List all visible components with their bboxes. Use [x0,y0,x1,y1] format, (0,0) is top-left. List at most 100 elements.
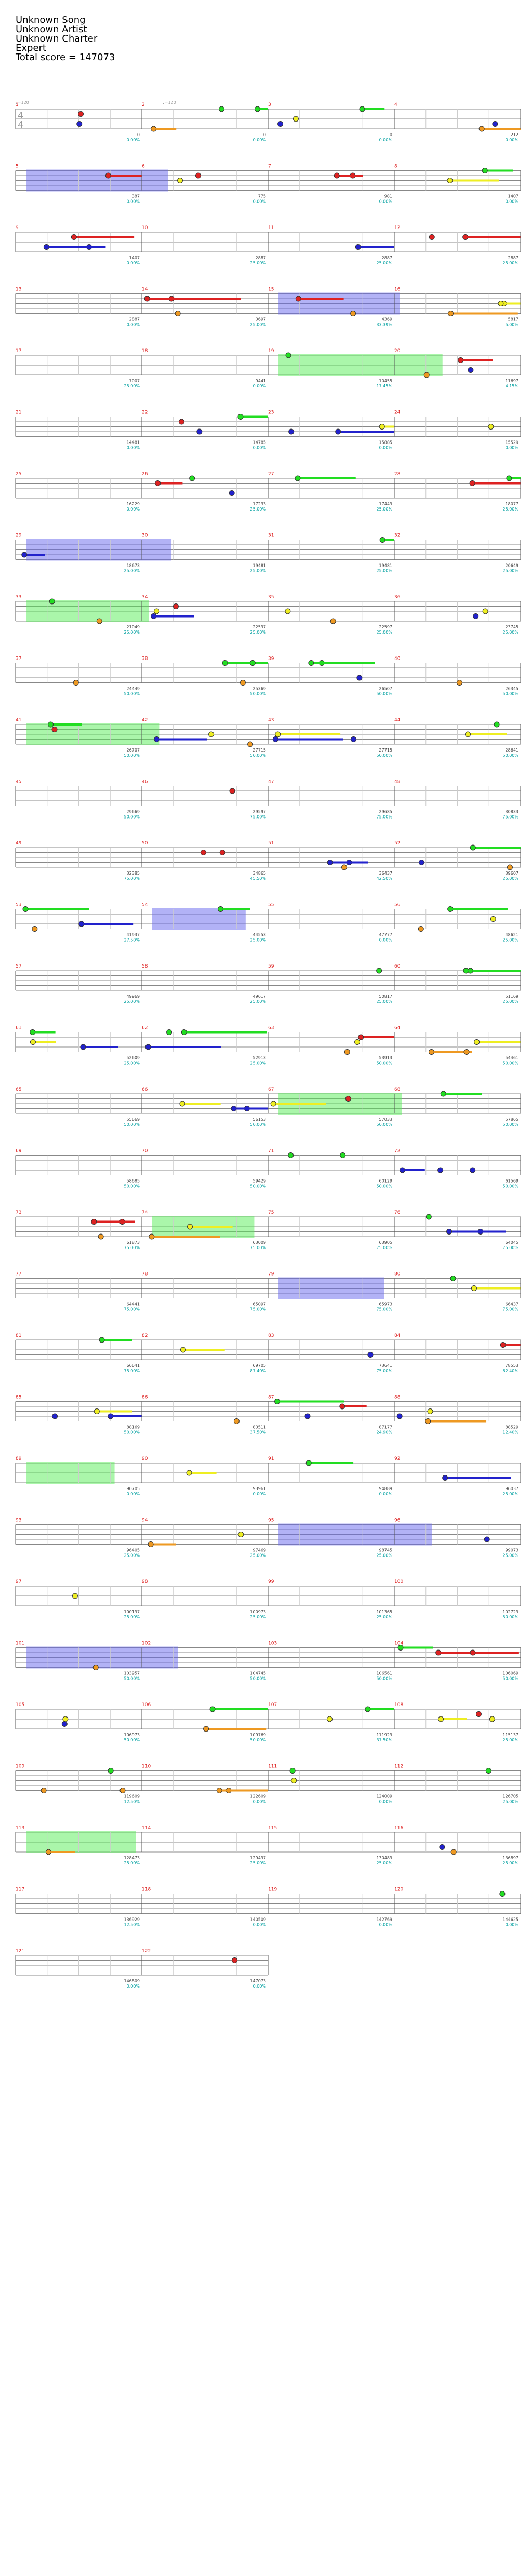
measure-number: 66 [142,1087,148,1092]
measure-percent: 25.00% [376,1615,392,1619]
note [62,1716,69,1722]
note [119,1788,126,1793]
measure-percent: 50.00% [376,1676,392,1681]
measure-percent: 25.00% [124,1553,140,1558]
measure-percent: 50.00% [124,1676,140,1681]
measure-score: 29685 [379,810,392,814]
measure-score: 27715 [253,748,266,753]
measure-percent: 75.00% [502,815,518,820]
note [172,603,179,609]
measure-number: 35 [268,595,274,600]
measure-number: 54 [142,903,148,908]
note [181,1029,187,1035]
note [52,1413,58,1419]
note [71,234,77,240]
note [365,1706,371,1712]
measure-percent: 25.00% [502,1492,518,1496]
measure-percent: 50.00% [124,815,140,820]
measure-score: 147073 [250,1979,266,1983]
measure-score: 90705 [127,1486,140,1491]
measure-number: 71 [268,1149,274,1154]
measure-percent: 25.00% [502,1738,518,1742]
measure-number: 21 [16,410,21,415]
note [478,126,485,132]
note [447,311,454,316]
measure-score: 88529 [506,1425,518,1430]
measure-score: 50817 [379,994,392,999]
measure-percent: 0.00% [127,507,140,512]
measure-score: 88169 [127,1425,140,1430]
measure-score: 146809 [124,1979,140,1983]
measure-number: 37 [16,656,21,662]
measure-score: 106069 [502,1671,518,1676]
note [51,727,58,732]
note [32,926,38,932]
song-charter: Unknown Charter [16,33,98,44]
note [440,1091,446,1097]
note [492,121,498,127]
note [399,1167,405,1173]
measure-number: 83 [268,1333,274,1338]
measure-number: 81 [16,1333,21,1338]
measure-percent: 75.00% [124,1245,140,1250]
note [474,1039,480,1045]
measure-score: 4369 [382,317,392,322]
note [488,424,494,430]
measure-number: 63 [268,1026,274,1031]
measure-number: 59 [268,964,274,969]
note [447,178,453,183]
note [350,736,356,742]
measure-percent: 0.00% [127,446,140,450]
measure-percent: 50.00% [124,1122,140,1127]
measure-percent: 50.00% [124,753,140,758]
measure-score: 57033 [379,1117,392,1122]
note [435,1649,442,1656]
measure-number: 60 [394,964,401,969]
measure-number: 2 [142,102,145,108]
measure-number: 90 [142,1456,148,1461]
measure-number: 110 [142,1764,151,1769]
tempo-label: ♩=120 [16,100,29,105]
measure-score: 19481 [253,564,266,568]
note [470,844,476,851]
song-header: Unknown Song Unknown Artist Unknown Char… [16,16,115,62]
measure-number: 51 [268,841,274,846]
section-highlight [26,1831,136,1853]
measure-number: 113 [16,1826,24,1831]
measure-percent: 25.00% [502,507,518,512]
note [274,1399,281,1404]
measure-percent: 50.00% [250,1184,266,1189]
section-highlight [278,354,443,376]
note [209,1706,216,1712]
measure-score: 30833 [506,810,518,814]
measure-number: 31 [268,533,274,539]
note [151,613,157,619]
note [458,357,464,363]
measure-score: 0 [137,132,140,137]
note [154,608,160,614]
note [203,1726,209,1732]
measure-percent: 50.00% [502,1061,518,1066]
note [470,1649,476,1656]
note [43,244,49,250]
measure-percent: 25.00% [250,1553,266,1558]
measure-score: 16229 [127,502,140,506]
measure-percent: 25.00% [502,876,518,881]
note [344,1049,350,1055]
note [334,172,340,179]
note [254,106,260,112]
note [295,296,301,302]
measure-number: 17 [16,348,21,354]
measure-number: 48 [394,780,401,785]
note [196,428,203,435]
measure-percent: 62.40% [502,1369,518,1373]
note [489,1716,495,1722]
measure-percent: 0.00% [253,1492,267,1496]
measure-score: 22597 [379,625,392,629]
measure-number: 93 [16,1518,21,1523]
measure-percent: 75.00% [502,1307,518,1312]
measure-percent: 25.00% [376,1861,392,1866]
measure-percent: 0.00% [253,1984,267,1989]
measure-percent: 25.00% [250,938,266,943]
note [187,1224,193,1230]
